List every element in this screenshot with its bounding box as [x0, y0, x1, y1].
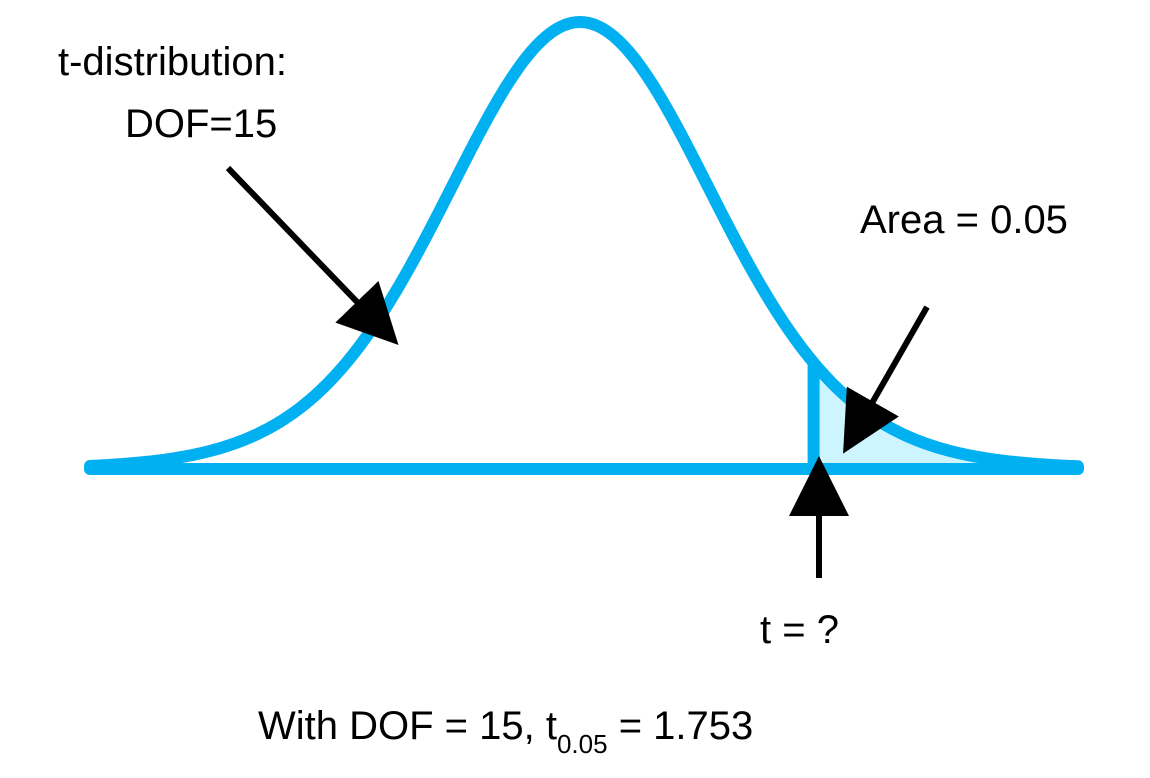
result-prefix: With DOF = 15, t	[258, 704, 557, 748]
result-suffix: = 1.753	[607, 704, 754, 748]
result-subscript: 0.05	[556, 729, 608, 759]
curve-pointer-arrow	[225, 165, 399, 345]
t-question-label: t = ?	[760, 608, 839, 652]
dof-label: DOF=15	[125, 102, 278, 146]
result-statement: With DOF = 15, t0.05 = 1.753	[258, 704, 754, 757]
curve-title-label: t-distribution:	[58, 40, 287, 84]
t-distribution-curve	[84, 16, 1084, 473]
area-pointer-arrow	[843, 305, 930, 454]
area-label: Area = 0.05	[860, 198, 1068, 242]
